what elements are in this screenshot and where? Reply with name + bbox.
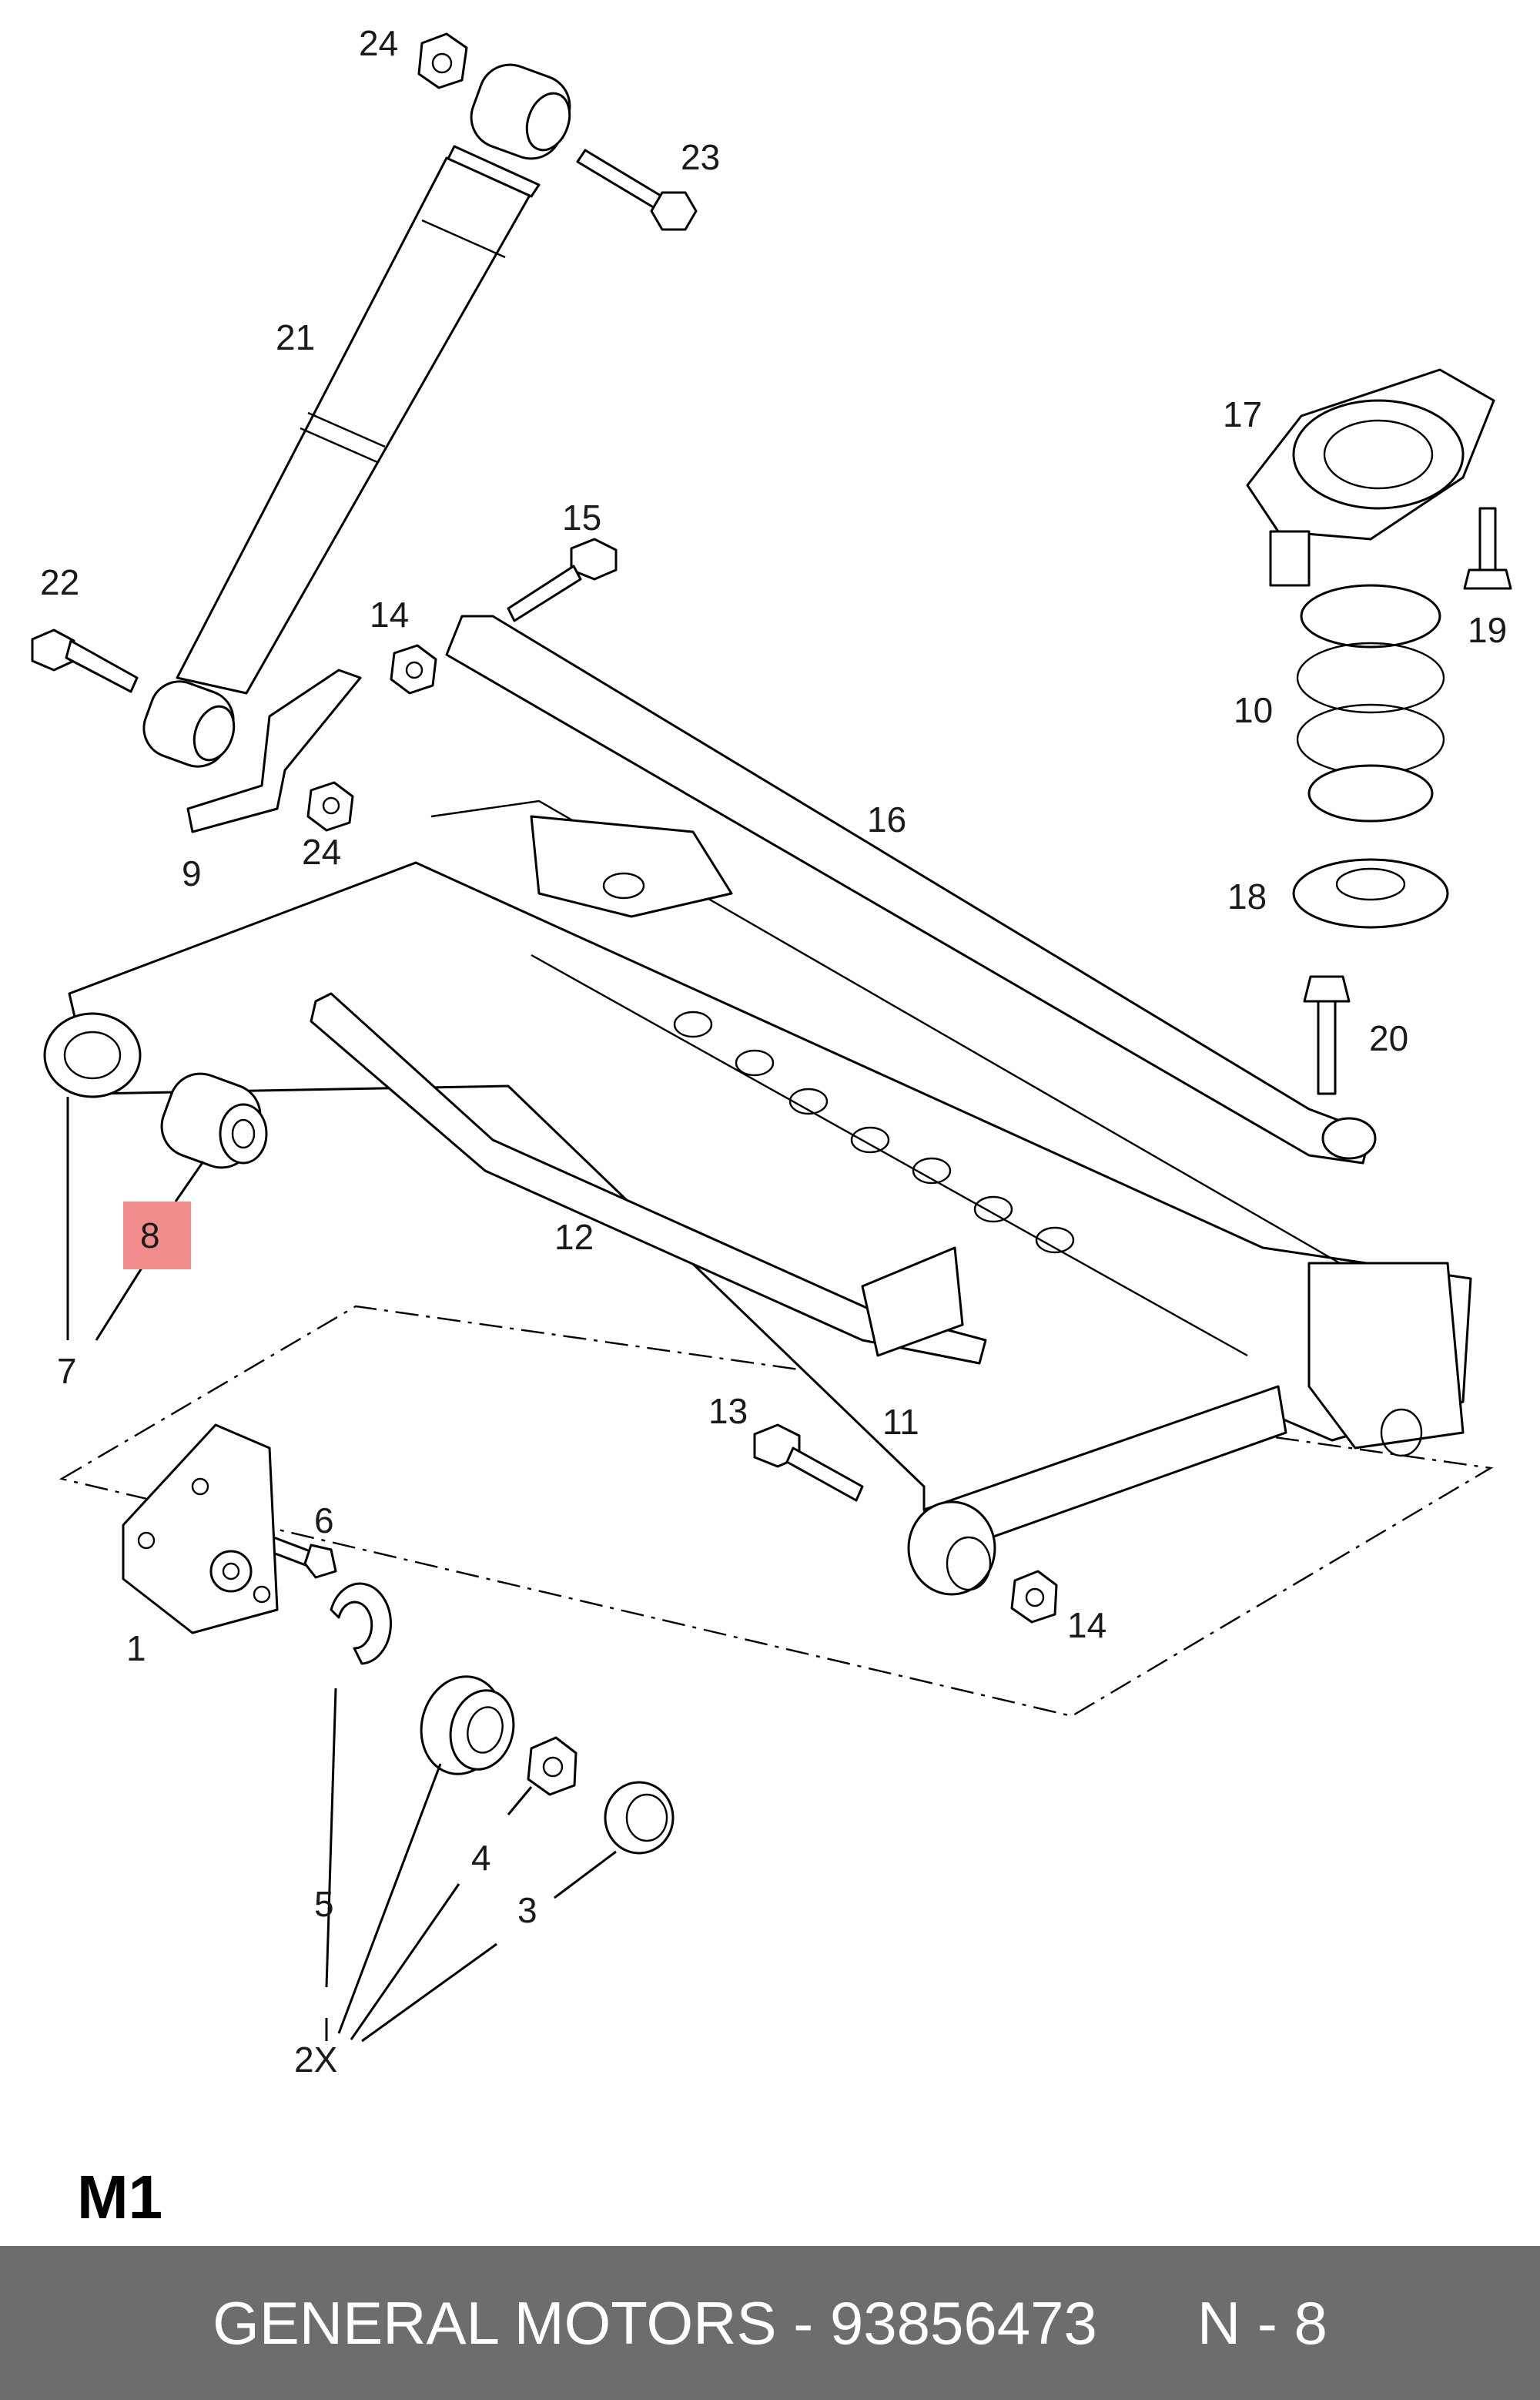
- bolt-19: [1463, 507, 1512, 590]
- footer-text: GENERAL MOTORS - 93856473 N - 8: [213, 2288, 1327, 2357]
- callout-6: 6: [314, 1500, 334, 1540]
- callout-8: 8: [140, 1215, 160, 1255]
- axle-beam: [43, 799, 1472, 1596]
- callout-12: 12: [554, 1217, 594, 1257]
- callout-16: 16: [867, 799, 906, 840]
- callout-11: 11: [882, 1402, 919, 1442]
- bolt-6: [263, 1534, 337, 1579]
- callout-8-highlight: [123, 1202, 191, 1269]
- nut-24-lower: [306, 781, 354, 832]
- shock-bracket: [186, 669, 362, 833]
- bolt-22: [31, 628, 139, 693]
- bolt-23: [576, 149, 698, 231]
- callout-4: 4: [471, 1838, 491, 1878]
- nut-24-top: [417, 32, 468, 89]
- nut-14-lower: [1010, 1570, 1058, 1624]
- callout-3: 3: [517, 1890, 537, 1930]
- callout-10: 10: [1234, 690, 1273, 730]
- footer-bar: GENERAL MOTORS - 93856473 N - 8: [0, 2246, 1540, 2400]
- bolt-15: [507, 538, 618, 622]
- shock-absorber: [142, 63, 571, 768]
- bolt-20: [1303, 975, 1351, 1095]
- bolt-13: [753, 1423, 864, 1502]
- callout-18: 18: [1227, 877, 1267, 917]
- leader-lines: [66, 1097, 617, 2043]
- nut-14-top: [390, 644, 437, 695]
- spring-seat-top: [1246, 368, 1495, 587]
- wheel-hub: [122, 1423, 279, 1634]
- callout-14-lower: 14: [1067, 1605, 1106, 1645]
- dust-cap: [604, 1781, 675, 1855]
- coil-spring: [1296, 584, 1445, 823]
- hub-assembly-boundary: [59, 1305, 1494, 1718]
- callout-2x: 2X: [294, 2040, 337, 2080]
- snap-ring: [330, 1582, 392, 1665]
- wheel-bearing: [420, 1675, 515, 1775]
- callout-9: 9: [182, 853, 202, 893]
- callout-19: 19: [1468, 610, 1507, 650]
- callout-23: 23: [681, 137, 720, 177]
- callout-13: 13: [708, 1391, 748, 1431]
- callout-1: 1: [126, 1628, 146, 1668]
- callout-17: 17: [1223, 394, 1262, 434]
- callout-15: 15: [562, 498, 601, 538]
- nut-4: [527, 1736, 578, 1796]
- callout-20: 20: [1369, 1018, 1408, 1058]
- callout-24-top: 24: [359, 23, 398, 63]
- callout-7: 7: [57, 1351, 77, 1391]
- spring-pad: [1292, 858, 1449, 929]
- parts-diagram: 24 23 21 17 15 22 14 19 10 16 24 9 18 20…: [31, 23, 1512, 2231]
- callout-5: 5: [314, 1884, 334, 1924]
- section-label: M1: [77, 2163, 162, 2231]
- callout-22: 22: [40, 562, 79, 602]
- callout-21: 21: [276, 317, 315, 357]
- bushing-8: [160, 1072, 268, 1169]
- callout-24-lower: 24: [302, 832, 341, 872]
- callout-14-top: 14: [370, 595, 409, 635]
